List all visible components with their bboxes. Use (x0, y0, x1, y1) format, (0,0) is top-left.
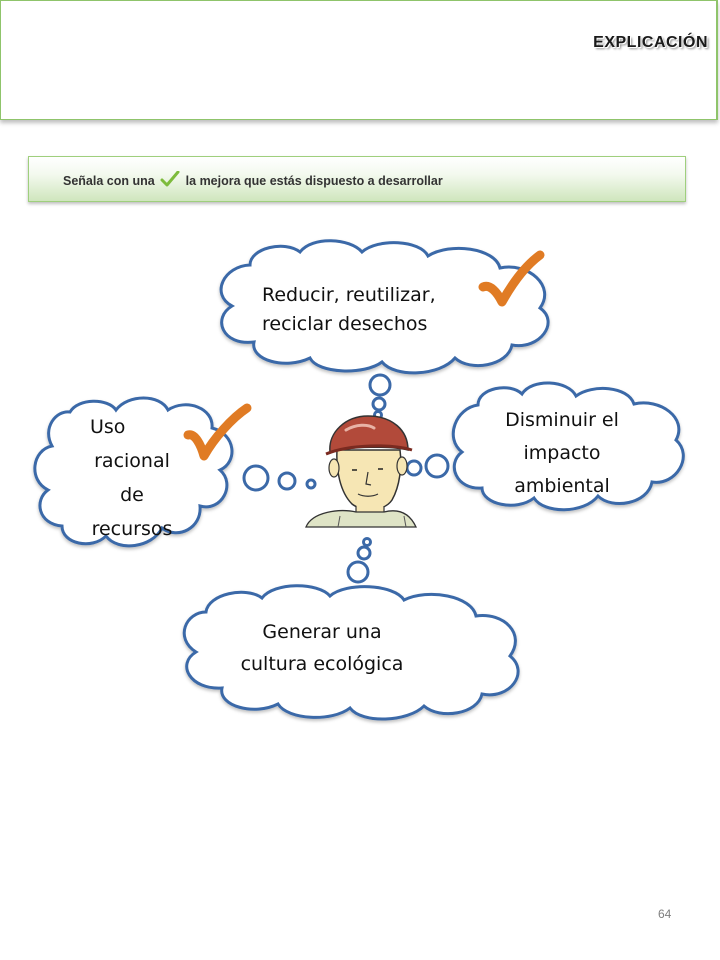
cloud-top-line1: Reducir, reutilizar, (262, 284, 436, 306)
thought-bubbles-bottom (346, 537, 372, 584)
thought-bubbles-top (368, 373, 392, 420)
header-box: EXPLICACIÓN (0, 0, 718, 120)
cloud-bottom[interactable] (182, 584, 520, 721)
cloud-left-line4: recursos (91, 518, 173, 540)
cloud-left-line2: racional (94, 450, 170, 472)
section-title: EXPLICACIÓN (593, 34, 708, 51)
cloud-bottom-line1: Generar una (262, 621, 382, 643)
cloud-left-line3: de (120, 484, 144, 506)
instruction-bar: Señala con una la mejora que estás dispu… (28, 156, 686, 202)
instruction-text: Señala con una la mejora que estás dispu… (63, 170, 443, 188)
cloud-top[interactable] (219, 239, 550, 375)
green-check-icon (160, 170, 180, 187)
check-mark-left-icon (183, 403, 252, 461)
cloud-left-line1: Uso (90, 416, 126, 438)
worker-illustration (305, 415, 418, 528)
instruction-text-after: la mejora que estás dispuesto a desarrol… (185, 174, 443, 188)
cloud-right-line2: impacto (523, 442, 601, 464)
cloud-left[interactable] (33, 396, 234, 548)
cloud-top-line2: reciclar desechos (262, 313, 428, 335)
check-mark-top-icon (478, 250, 545, 307)
cloud-top-text: Reducir, reutilizar, reciclar desechos (262, 281, 478, 339)
cloud-right-text: Disminuir el impacto ambiental (482, 404, 642, 503)
cloud-right[interactable] (451, 381, 685, 512)
thought-bubbles-left (242, 464, 317, 492)
instruction-text-before: Señala con una (63, 174, 155, 188)
cloud-right-line1: Disminuir el (505, 409, 619, 431)
page-number: 64 (658, 907, 672, 921)
cloud-right-line3: ambiental (514, 475, 610, 497)
cloud-bottom-text: Generar una cultura ecológica (222, 616, 422, 680)
cloud-bottom-line2: cultura ecológica (240, 653, 404, 675)
cloud-left-text: Uso racional de recursos (72, 410, 192, 546)
